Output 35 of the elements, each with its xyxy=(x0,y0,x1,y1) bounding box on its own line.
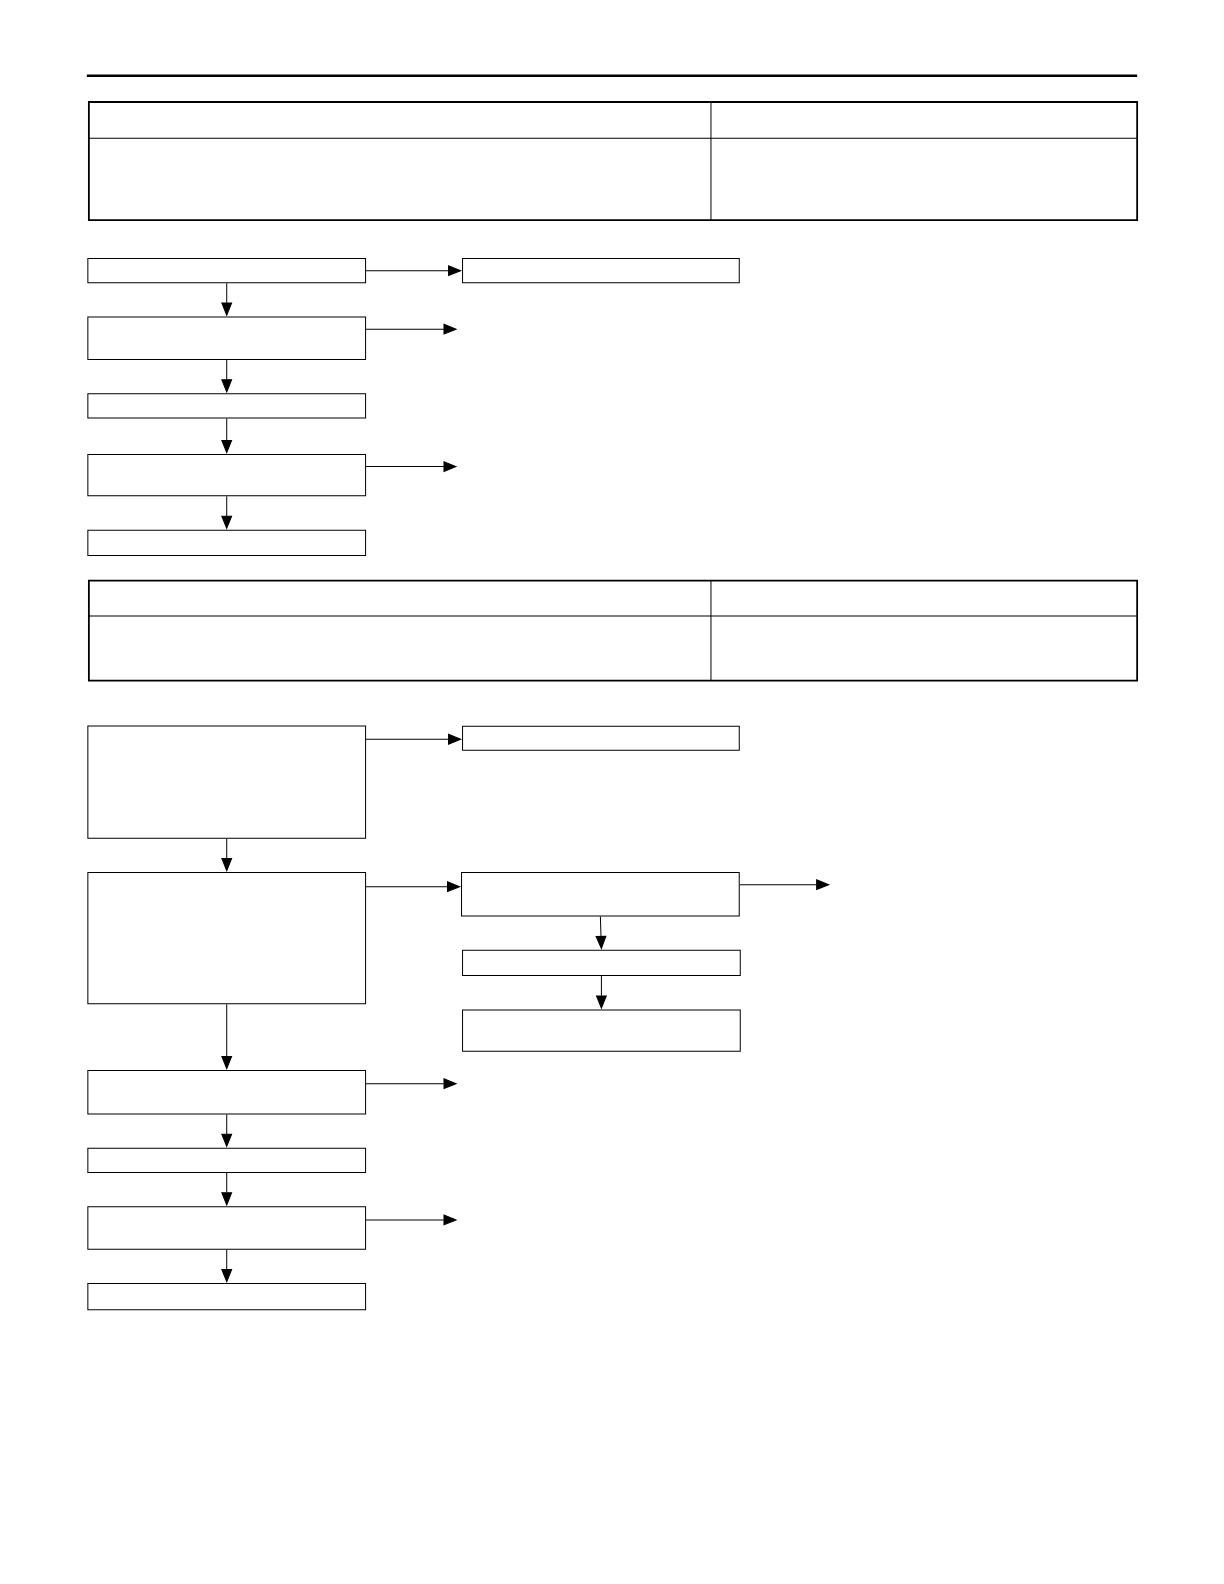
arrow xyxy=(365,461,457,472)
arrow xyxy=(365,1078,457,1090)
process-box xyxy=(462,725,740,751)
arrow xyxy=(221,359,233,393)
arrow xyxy=(365,733,462,745)
process-box xyxy=(87,258,367,284)
process-box xyxy=(87,725,367,839)
arrow xyxy=(739,879,830,891)
process-box xyxy=(461,872,740,917)
arrow xyxy=(595,916,607,949)
arrow xyxy=(365,323,457,335)
process-box xyxy=(87,872,367,1005)
process-box xyxy=(462,949,741,977)
process-box xyxy=(87,316,367,361)
arrow xyxy=(221,418,233,454)
arrow xyxy=(221,282,233,316)
arrow xyxy=(596,975,607,1009)
arrow xyxy=(365,265,462,277)
process-box xyxy=(87,1206,367,1250)
process-box xyxy=(87,1147,367,1173)
process-box xyxy=(87,1070,367,1115)
process-box xyxy=(462,1009,741,1052)
process-box xyxy=(462,258,740,284)
process-box xyxy=(87,453,367,497)
arrow xyxy=(221,838,233,872)
arrow xyxy=(365,881,461,893)
arrow xyxy=(221,1249,233,1283)
arrow xyxy=(221,1003,233,1070)
arrow xyxy=(221,1113,233,1147)
process-box xyxy=(87,393,367,419)
process-box xyxy=(87,529,367,556)
arrow xyxy=(221,495,233,529)
arrow xyxy=(221,1172,233,1206)
process-box xyxy=(87,1283,367,1311)
arrow xyxy=(365,1214,457,1226)
